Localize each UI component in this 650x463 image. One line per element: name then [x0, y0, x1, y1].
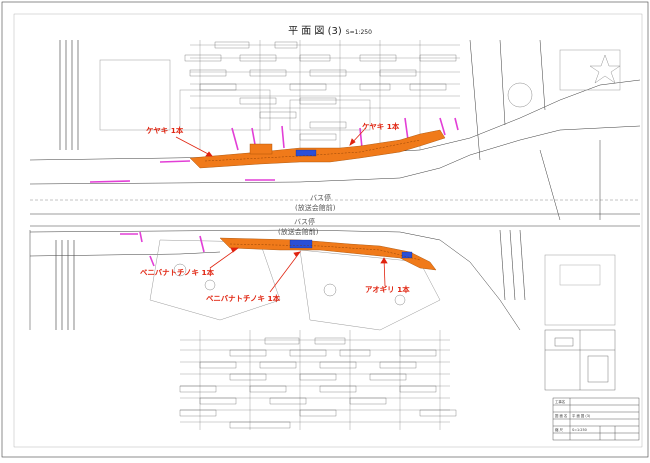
- tree-label-benibana-1: ベニバナトチノキ 1本: [140, 268, 215, 277]
- bus-stop-label-upper: バス停: [310, 193, 331, 202]
- bus-stop-sub-upper: (放送会館前): [295, 203, 336, 212]
- tree-label-keyaki-right: ケヤキ 1本: [362, 122, 400, 131]
- tree-label-benibana-2: ベニバナトチノキ 1本: [206, 294, 281, 303]
- upper-annotation-boxes: [184, 41, 457, 141]
- lower-annotation-boxes: [179, 337, 457, 429]
- tb-row5-right: S=1:250: [572, 428, 587, 432]
- inner-frame: [13, 13, 643, 448]
- tb-row3-right: 平 面 図 (3): [572, 413, 591, 418]
- drawing-title: 平 面 図 (3): [288, 26, 342, 37]
- upper-street: [29, 39, 641, 221]
- upper-tree-arrows: [175, 129, 365, 157]
- upper-pavement: [189, 129, 446, 169]
- tb-row1-left: 工事名: [555, 399, 565, 404]
- lower-magenta-marks: [120, 231, 205, 267]
- upper-magenta-marks: [89, 117, 459, 183]
- upper-dimension-lines: [190, 40, 460, 150]
- drawing-header: 平 面 図 (3)S=1:250: [250, 22, 410, 37]
- title-block: [552, 397, 640, 441]
- bus-stop-label-lower: バス停: [294, 217, 315, 226]
- tree-label-keyaki-left: ケヤキ 1本: [146, 126, 184, 135]
- tb-row3-left: 図 面 名: [555, 413, 567, 418]
- drawing-scale: S=1:250: [345, 29, 372, 36]
- lower-street: [29, 225, 640, 331]
- lower-pavement: [219, 237, 437, 271]
- right-inset-plan: [544, 329, 616, 391]
- bus-stop-sub-lower: (放送会館前): [278, 227, 319, 236]
- tb-row5-left: 縮 尺: [555, 427, 563, 432]
- lower-tree-arrows: [209, 247, 388, 293]
- tree-label-aogiri: アオギリ 1本: [365, 285, 410, 294]
